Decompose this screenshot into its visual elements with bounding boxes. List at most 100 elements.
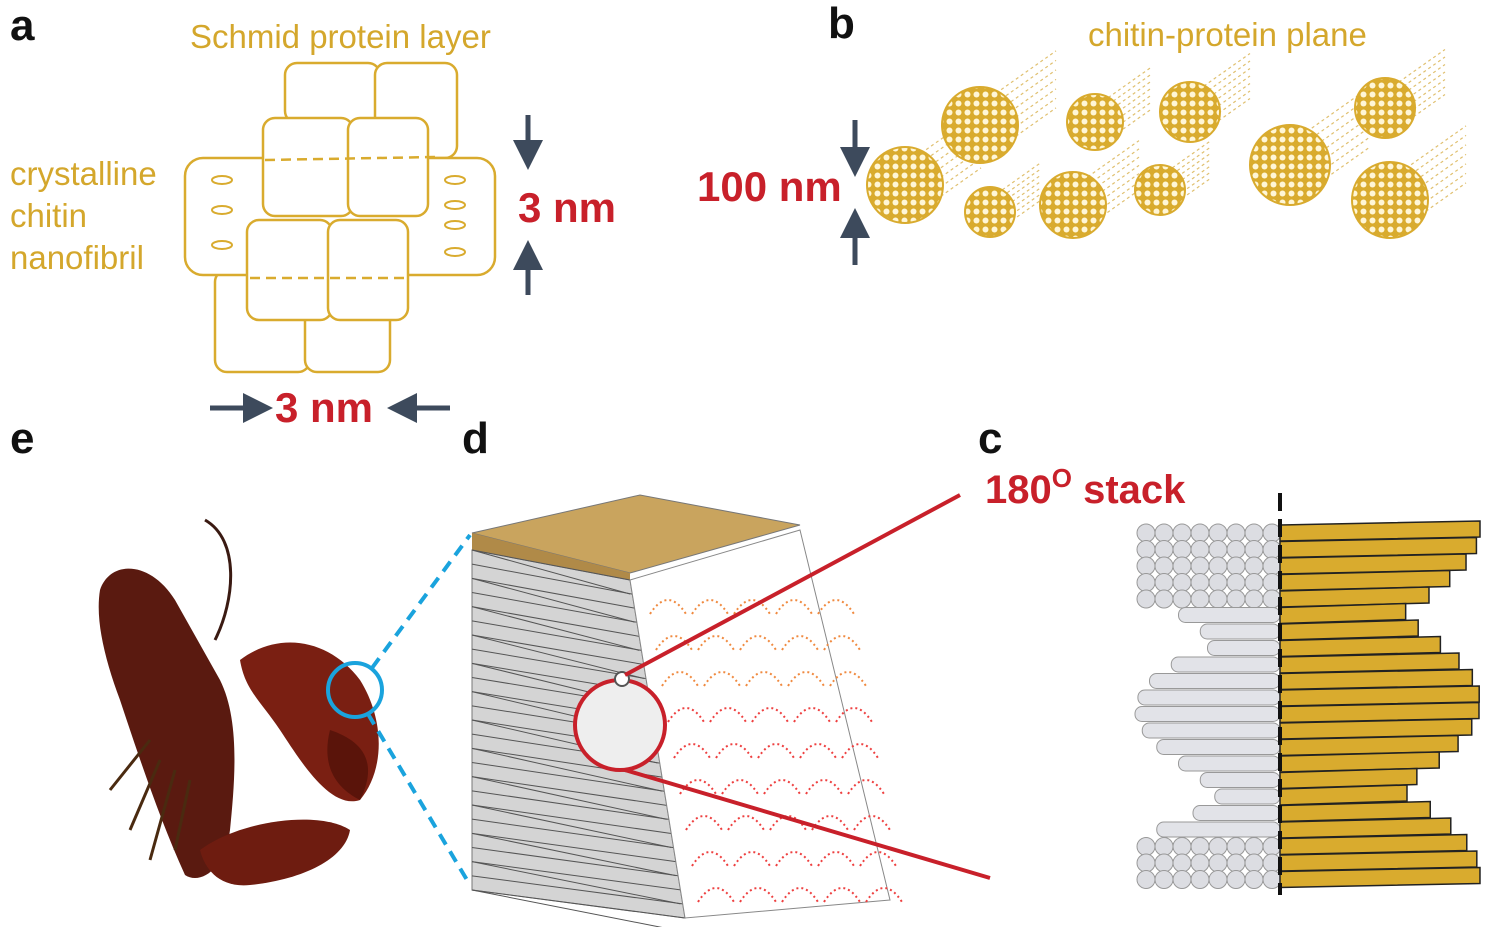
zoom-line-top [624,493,961,677]
rod-end [1136,523,1156,543]
rod-end [1154,837,1174,856]
plate [1279,652,1460,674]
lamella-diagonal [471,549,631,595]
rod-end [1154,556,1174,576]
panel-e-lobster-photo [98,518,472,887]
plate [1279,866,1481,889]
zoom-line-bottom [624,768,991,880]
plate [1279,734,1459,757]
rod-end [1244,556,1264,576]
rod-end [1136,853,1156,873]
rod-end [1190,870,1210,889]
rod-end [1172,556,1192,576]
fibril-bundles [866,49,1467,239]
rod-end [1172,573,1192,592]
rod [1178,607,1281,623]
rod-end [1136,556,1156,576]
lamella-line [471,832,676,863]
rod-end [1172,870,1192,889]
fibril-bundle [1249,86,1371,206]
rod [1156,821,1281,838]
rod-end [1136,540,1156,559]
rod-end [1190,853,1210,873]
lamella-line [471,818,674,849]
lamella-line [471,889,686,919]
rod-end [1154,523,1174,543]
rod [1214,788,1281,805]
side-label-line-3: nanofibril [10,239,144,276]
plate [1279,586,1430,608]
rod-end [1226,837,1246,856]
rod-end [1190,589,1210,609]
rod-end [1208,523,1228,543]
panel-d-bouligand-block [471,493,991,927]
magnified-region-circle [326,661,384,719]
rod [1178,755,1281,772]
lamella-diagonal [471,776,667,820]
lamella-line [471,804,672,834]
plate [1279,784,1408,806]
rod-end [1244,837,1264,856]
lamella-line [471,847,679,877]
plate [1279,602,1407,625]
rod-end [1208,540,1228,559]
lamella-line [471,776,667,806]
lamella-diagonal [471,634,644,679]
panel-c: 180O stack [985,463,1481,895]
lamella-line [471,861,681,891]
zoom-line-top [370,533,472,670]
rod-end [1136,573,1156,592]
lamella-diagonal [471,889,663,927]
lamella-diagonal [471,832,676,877]
rod-end [1226,589,1246,609]
panel-label-c: c [978,414,1002,463]
rod-end [1172,540,1192,559]
rod-end [1226,540,1246,559]
fibril-bundle [866,110,982,224]
lamella-diagonal [471,861,681,905]
rod-end [1244,870,1264,889]
lamella-diagonal [471,606,640,651]
panel-a: Schmid protein layer crystalline chitin … [10,18,616,431]
rod [1134,706,1281,722]
rod-end [1154,573,1174,592]
rod-end [1208,589,1228,609]
rod-end [1172,523,1192,543]
rod-end [1244,540,1264,559]
magnified-region-circle [573,678,667,772]
rod-end [1136,870,1156,889]
panel-label-e: e [10,414,34,463]
fibril-arc [823,635,861,651]
panel-label-d: d [462,414,489,463]
lamella-line [471,606,640,637]
rod-end [1226,853,1246,873]
panel-b: chitin-protein plane 100 nm [697,16,1467,265]
fibril-bundle [1066,66,1152,151]
side-label-line-2: chitin [10,197,87,234]
rod-end [1154,540,1174,559]
fibril-arc [817,599,855,615]
schmid-layer-title: Schmid protein layer [190,18,491,55]
lamella-line [471,790,670,820]
rod-end [1172,853,1192,873]
rod [1170,656,1281,673]
rod-end [1154,870,1174,889]
rod-end [1172,589,1192,609]
fibril-bundle [1351,125,1467,239]
rod-end [1208,853,1228,873]
rod-end [1190,523,1210,543]
protein-cylinders-drawing [183,61,497,374]
panel-label-a: a [10,1,35,50]
rod-end [1226,556,1246,576]
rod [1192,805,1281,821]
rod-end [1208,837,1228,856]
lamella-line [471,875,683,905]
rod-end [1136,589,1156,609]
rod [1156,739,1281,755]
lamella-line [471,762,665,792]
rod [1137,689,1281,706]
rod-end [1190,837,1210,856]
rod [1149,673,1281,689]
rod-end [1208,556,1228,576]
lamella-diagonal [471,747,663,792]
